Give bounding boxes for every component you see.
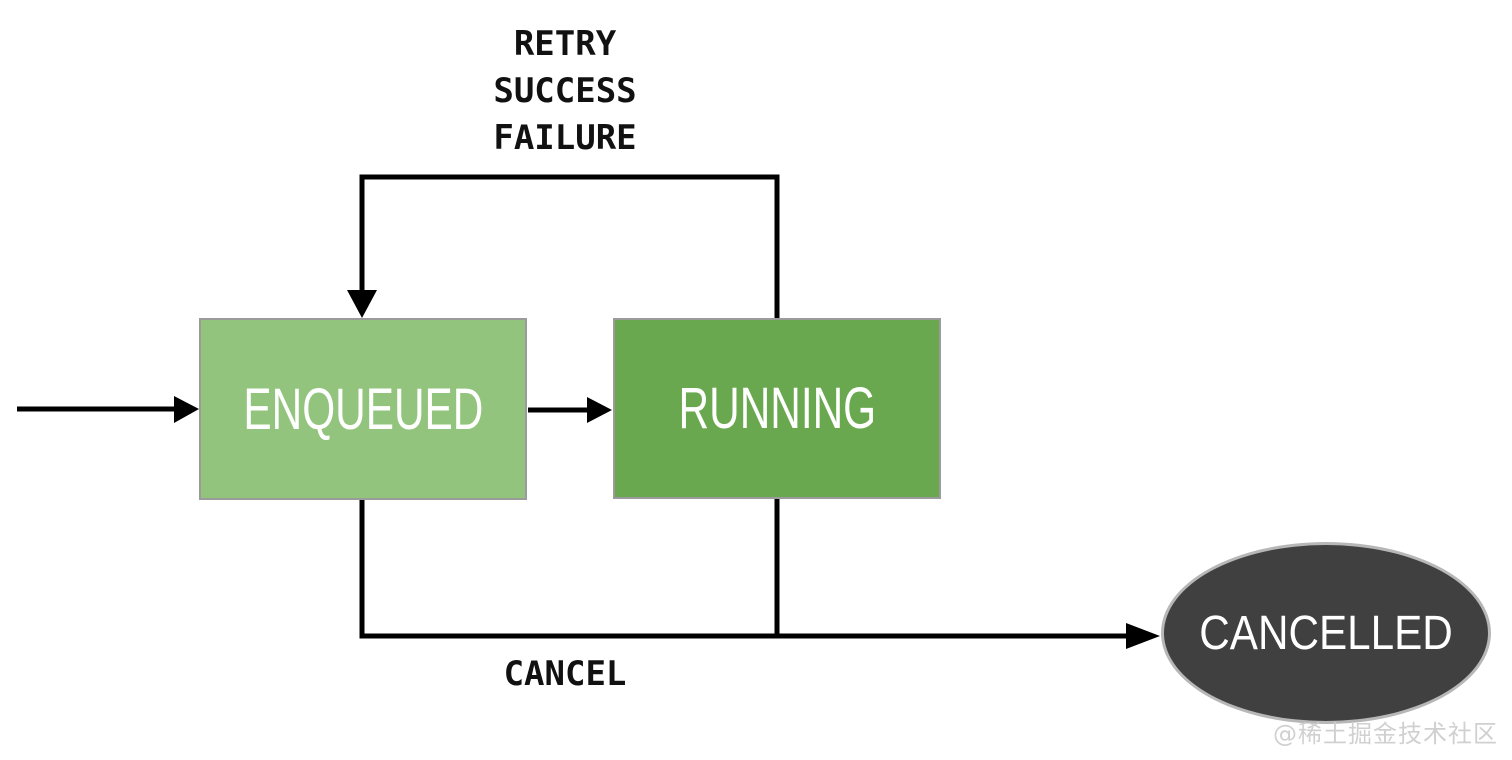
retry-label-line: RETRY bbox=[513, 24, 617, 64]
cancel-arrow bbox=[359, 500, 1160, 649]
watermark: @稀土掘金技术社区 bbox=[1273, 720, 1498, 748]
enqueued-to-running-arrow bbox=[528, 397, 612, 423]
success-label-line: SUCCESS bbox=[493, 71, 637, 111]
cancel-label: CANCEL bbox=[503, 654, 627, 694]
cancelled-state-label: CANCELLED bbox=[1199, 606, 1453, 660]
running-state-label: RUNNING bbox=[678, 376, 876, 441]
start-arrow bbox=[17, 396, 199, 423]
state-node-cancelled: CANCELLED bbox=[1161, 542, 1491, 724]
retry-outcomes-label: RETRY SUCCESS FAILURE bbox=[415, 21, 715, 162]
state-node-enqueued: ENQUEUED bbox=[199, 318, 527, 500]
failure-label-line: FAILURE bbox=[493, 118, 637, 158]
enqueued-state-label: ENQUEUED bbox=[243, 376, 483, 442]
state-node-running: RUNNING bbox=[613, 318, 941, 499]
retry-loop-arrow bbox=[347, 174, 780, 319]
